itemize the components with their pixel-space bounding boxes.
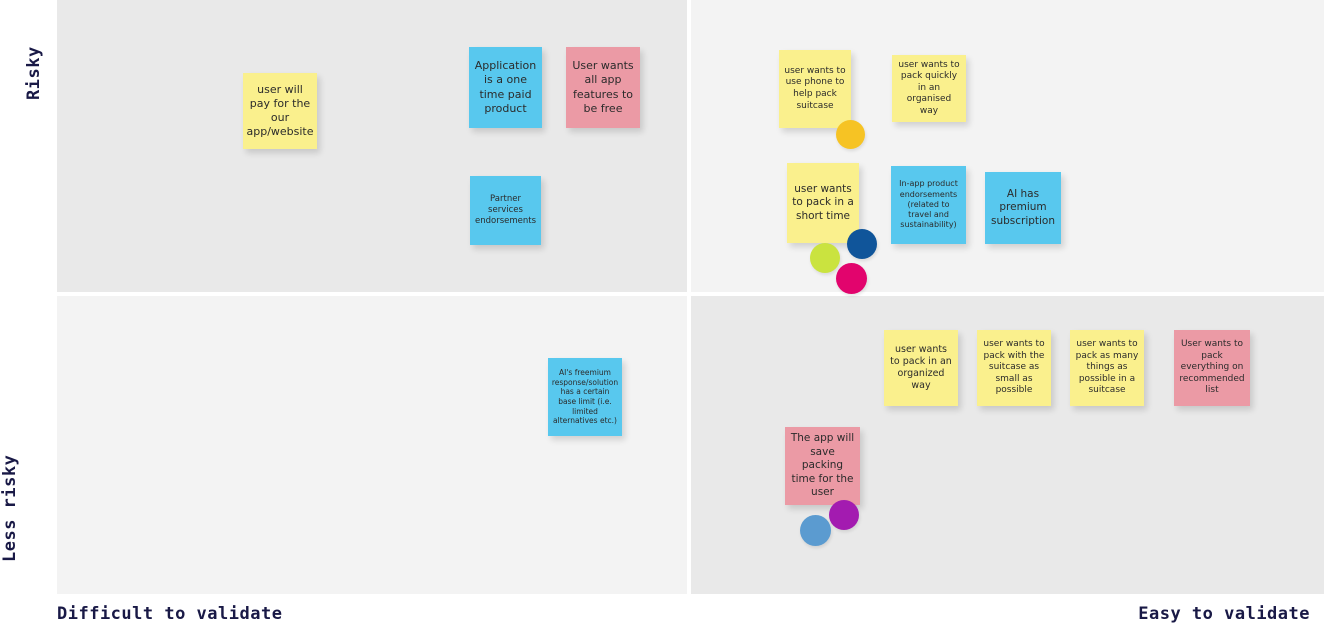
sticky-note[interactable]: user wants to pack with the suitcase as … <box>977 330 1051 406</box>
sticky-note-text: user wants to pack with the suitcase as … <box>983 339 1045 396</box>
sticky-note-text: user wants to pack quickly in an organis… <box>898 59 960 116</box>
axis-label-risky: Risky <box>24 46 44 100</box>
sticky-note-text: user will pay for the our app/website <box>246 82 314 139</box>
quadrant-risky-easy <box>691 0 1324 292</box>
sticky-note[interactable]: user will pay for the our app/website <box>243 73 317 149</box>
sticky-note[interactable]: AI's freemium response/solution has a ce… <box>548 358 622 436</box>
sticky-note-text: User wants all app features to be free <box>572 59 634 115</box>
dot-vote-marker[interactable] <box>836 263 867 294</box>
dot-vote-marker[interactable] <box>810 243 840 273</box>
axis-label-easy-to-validate: Easy to validate <box>1138 604 1310 624</box>
sticky-note[interactable]: Partner services endorsements <box>470 176 541 245</box>
dot-vote-marker[interactable] <box>847 229 877 259</box>
sticky-note-text: AI has premium subscription <box>990 187 1056 227</box>
sticky-note-text: Application is a one time paid product <box>474 59 537 115</box>
dot-vote-marker[interactable] <box>829 500 859 530</box>
sticky-note[interactable]: In-app product endorsements (related to … <box>891 166 966 244</box>
sticky-note[interactable]: The app will save packing time for the u… <box>785 427 860 505</box>
sticky-note[interactable]: Application is a one time paid product <box>469 47 542 128</box>
sticky-note[interactable]: user wants to pack in an organized way <box>884 330 958 406</box>
sticky-note-text: user wants to use phone to help pack sui… <box>784 65 846 111</box>
risk-validation-matrix-board: user will pay for the our app/website App… <box>57 0 1324 594</box>
axis-label-difficult-to-validate: Difficult to validate <box>57 604 283 624</box>
sticky-note-text: In-app product endorsements (related to … <box>899 179 958 230</box>
sticky-note-text: user wants to pack in an organized way <box>890 343 952 392</box>
sticky-note[interactable]: AI has premium subscription <box>985 172 1061 244</box>
quadrant-risky-difficult <box>57 0 687 292</box>
sticky-note-text: User wants to pack everything on recomme… <box>1179 339 1245 396</box>
sticky-note-text: The app will save packing time for the u… <box>790 432 855 499</box>
sticky-note-text: user wants to pack as many things as pos… <box>1075 339 1139 396</box>
sticky-note[interactable]: user wants to pack in a short time <box>787 163 859 243</box>
sticky-note[interactable]: user wants to pack as many things as pos… <box>1070 330 1144 406</box>
quadrant-less-risky-difficult <box>57 296 687 594</box>
sticky-note[interactable]: user wants to use phone to help pack sui… <box>779 50 851 128</box>
dot-vote-marker[interactable] <box>800 515 831 546</box>
sticky-note-text: AI's freemium response/solution has a ce… <box>551 368 619 426</box>
dot-vote-marker[interactable] <box>836 120 865 149</box>
sticky-note-text: user wants to pack in a short time <box>792 182 854 222</box>
axis-label-less-risky: Less risky <box>0 454 20 562</box>
sticky-note[interactable]: User wants to pack everything on recomme… <box>1174 330 1250 406</box>
sticky-note[interactable]: user wants to pack quickly in an organis… <box>892 55 966 122</box>
sticky-note[interactable]: User wants all app features to be free <box>566 47 640 128</box>
sticky-note-text: Partner services endorsements <box>474 194 537 226</box>
